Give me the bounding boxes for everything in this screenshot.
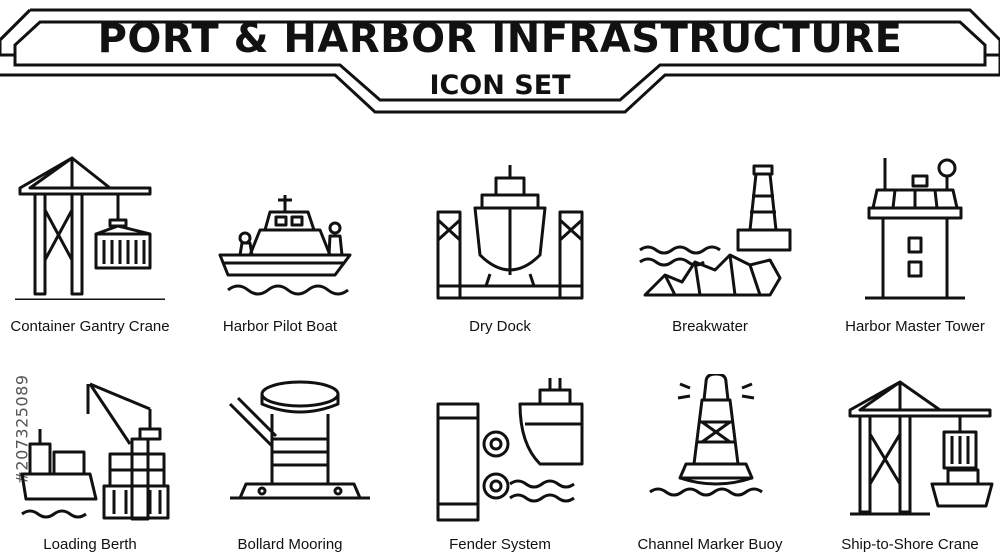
icon-card-ship-to-shore-crane: Ship-to-Shore Crane [810,372,1000,555]
icon-label: Harbor Master Tower [845,318,985,335]
icon-label: Container Gantry Crane [10,318,170,335]
icon-label: Ship-to-Shore Crane [841,536,979,553]
icon-card-fender-system: Fender System [400,372,600,555]
icon-card-harbor-master-tower: Harbor Master Tower [815,150,1000,360]
channel-marker-buoy-icon [649,374,763,497]
icon-label: Loading Berth [43,536,137,553]
fender-system-icon [436,378,584,522]
container-gantry-crane-icon [15,156,165,300]
page-title: PORT & HARBOR INFRASTRUCTURE [97,16,903,62]
ship-to-shore-crane-icon [848,380,994,516]
icon-card-dry-dock: Dry Dock [400,150,600,360]
icon-label: Dry Dock [469,318,531,335]
icon-label: Channel Marker Buoy [637,536,783,553]
icon-card-harbor-pilot-boat: Harbor Pilot Boat [180,150,380,360]
page-subtitle: ICON SET [429,70,571,101]
icon-card-channel-marker-buoy: Channel Marker Buoy [610,372,810,555]
icon-card-container-gantry-crane: Container Gantry Crane [0,150,190,360]
icon-card-bollard-mooring: Bollard Mooring [190,372,390,555]
icon-label: Breakwater [672,318,748,335]
title-banner-frame [0,8,1000,114]
dry-dock-icon [436,165,584,300]
harbor-pilot-boat-icon [218,195,352,296]
bollard-mooring-icon [228,380,370,500]
icon-card-loading-berth: Loading Berth [0,372,190,555]
icon-card-breakwater: Breakwater [610,150,810,360]
icon-label: Fender System [449,536,551,553]
icon-label: Bollard Mooring [237,536,343,553]
icon-label: Harbor Pilot Boat [222,318,338,335]
harbor-master-tower-icon [865,158,965,300]
loading-berth-icon [20,382,170,521]
breakwater-icon [639,164,792,297]
